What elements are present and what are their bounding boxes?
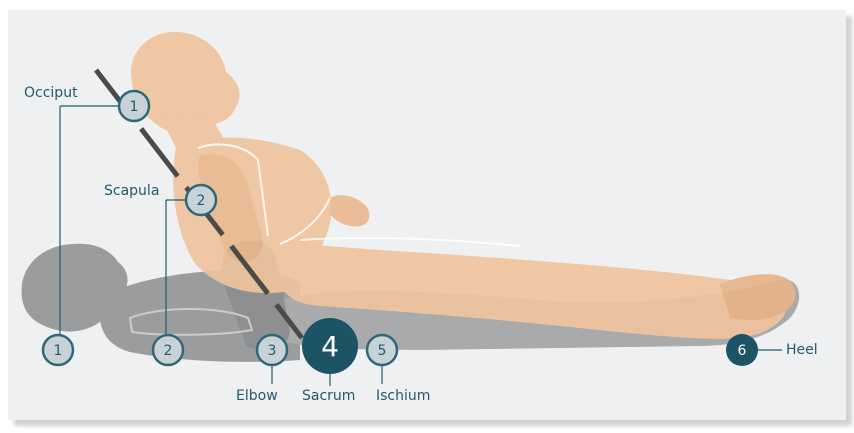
label-elbow: Elbow xyxy=(236,388,278,404)
svg-text:4: 4 xyxy=(321,330,339,363)
svg-text:1: 1 xyxy=(54,343,63,359)
marker-ischium: 5 xyxy=(367,335,397,365)
svg-text:1: 1 xyxy=(130,99,139,115)
label-scapula: Scapula xyxy=(104,183,159,199)
svg-text:3: 3 xyxy=(268,343,277,359)
label-heel: Heel xyxy=(786,342,818,358)
marker-occiput-upper: 1 xyxy=(119,91,149,121)
svg-text:5: 5 xyxy=(378,343,387,359)
label-ischium: Ischium xyxy=(376,388,430,404)
raised-figure-hand xyxy=(330,195,369,226)
label-occiput: Occiput xyxy=(24,85,78,101)
marker-heel: 6 xyxy=(726,334,758,366)
marker-scapula-lower: 2 xyxy=(153,335,183,365)
marker-occiput-lower: 1 xyxy=(43,335,73,365)
marker-elbow: 3 xyxy=(257,335,287,365)
svg-text:2: 2 xyxy=(197,193,206,209)
marker-scapula-upper: 2 xyxy=(186,185,216,215)
svg-text:6: 6 xyxy=(738,343,747,359)
svg-text:2: 2 xyxy=(164,343,173,359)
label-sacrum: Sacrum xyxy=(302,388,355,404)
marker-sacrum: 4 xyxy=(302,318,358,374)
